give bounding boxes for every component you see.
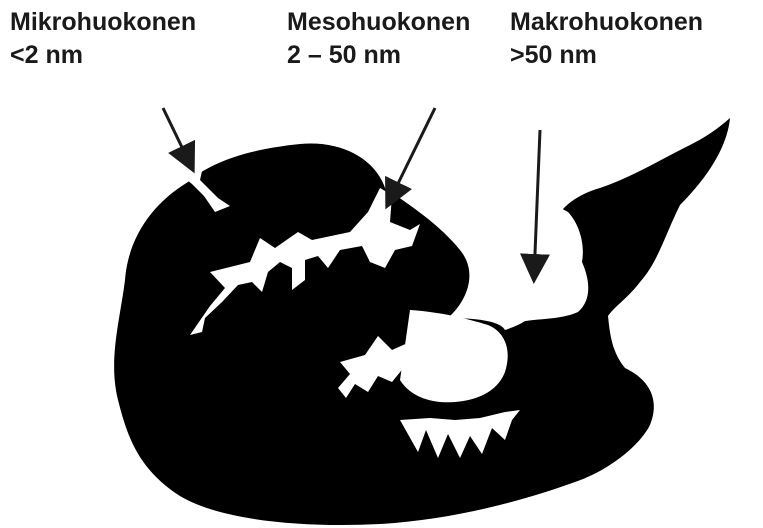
macropore-cavity xyxy=(471,201,589,323)
mesopore-arrow xyxy=(388,108,435,204)
micropore-arrow xyxy=(163,108,192,168)
